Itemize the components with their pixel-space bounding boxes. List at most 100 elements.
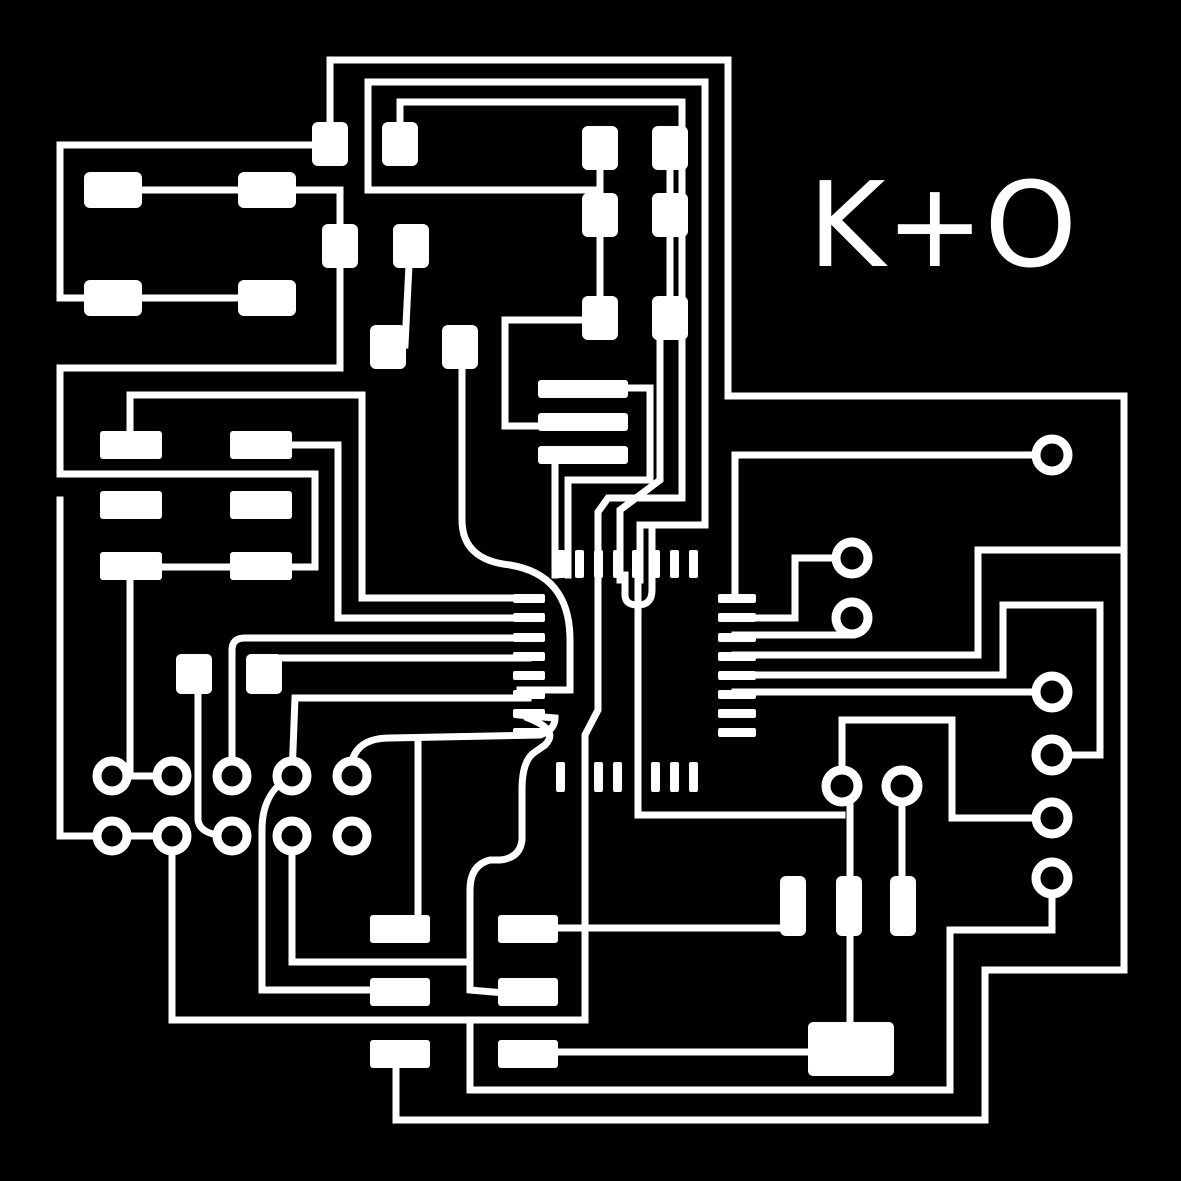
ic-pin xyxy=(689,550,698,578)
trace xyxy=(466,713,554,999)
smd-pad xyxy=(498,1040,558,1068)
smd-pad xyxy=(890,876,916,936)
smd-pad xyxy=(442,325,478,369)
via-pad xyxy=(1031,734,1073,776)
traces xyxy=(56,56,1128,1124)
smd-pad xyxy=(370,325,406,369)
smd-pad xyxy=(84,172,142,208)
smd-pad xyxy=(538,413,628,431)
trace xyxy=(634,576,846,819)
ic-pin xyxy=(513,652,545,661)
trace xyxy=(731,546,1122,659)
ic-pin xyxy=(513,728,545,737)
smd-pad xyxy=(582,126,618,170)
smd-pad xyxy=(382,122,418,166)
smd-pad xyxy=(176,654,212,694)
ic-pin xyxy=(718,594,756,603)
trace xyxy=(326,56,1128,1124)
via-pad xyxy=(332,816,372,856)
smd-pad xyxy=(100,491,162,519)
ic-pin xyxy=(670,550,679,578)
smd-pad xyxy=(246,654,282,694)
trace xyxy=(621,526,656,609)
trace xyxy=(56,141,334,302)
ic-pin xyxy=(718,633,756,642)
via-pad xyxy=(152,816,192,856)
via-pad xyxy=(1031,434,1073,476)
smd-pad xyxy=(393,224,429,268)
via-pad xyxy=(92,756,132,796)
trace xyxy=(288,694,532,780)
smd-pad xyxy=(582,193,618,237)
trace xyxy=(346,711,559,779)
smd-pad xyxy=(498,978,558,1006)
trace xyxy=(364,78,709,584)
smd-pad xyxy=(808,1022,894,1076)
trace xyxy=(466,874,1056,1094)
ic-pin xyxy=(613,762,622,792)
via-pad xyxy=(272,816,312,856)
ic-pin xyxy=(594,762,603,792)
smd-pad xyxy=(312,122,348,166)
trace xyxy=(616,144,674,584)
smd-pad xyxy=(100,431,162,459)
ic-pin xyxy=(556,550,565,578)
smd-pad xyxy=(370,915,430,943)
trace xyxy=(126,391,532,602)
ic-pin xyxy=(513,709,545,718)
via-pad xyxy=(821,765,863,807)
smd-pad xyxy=(230,491,292,519)
smd-pad xyxy=(230,431,292,459)
ic-pin xyxy=(718,709,756,718)
smd-pad xyxy=(652,193,688,237)
trace xyxy=(258,441,532,622)
smd-pads xyxy=(84,122,916,1076)
via-pad xyxy=(212,756,252,796)
via-pad xyxy=(831,537,873,579)
ic-pin xyxy=(670,762,679,792)
ic-pin xyxy=(718,671,756,680)
smd-pad xyxy=(84,280,142,316)
via-pad xyxy=(92,816,132,856)
ic-pin xyxy=(651,550,660,578)
smd-pad xyxy=(238,172,296,208)
via-pad xyxy=(272,756,312,796)
smd-pad xyxy=(370,1040,430,1068)
ic-pin xyxy=(556,762,565,792)
trace xyxy=(288,832,474,966)
via-pad xyxy=(1031,671,1073,713)
trace xyxy=(838,716,1056,822)
ic-pin xyxy=(718,652,756,661)
ic-pin xyxy=(718,690,756,699)
smd-pad xyxy=(652,126,688,170)
ic-pin xyxy=(613,550,622,578)
ic-pin xyxy=(513,613,545,622)
smd-pad xyxy=(582,296,618,340)
via-pad xyxy=(212,816,252,856)
trace xyxy=(228,634,532,780)
ic-pin xyxy=(594,550,603,578)
smd-pad xyxy=(370,978,430,1006)
trace xyxy=(731,601,1104,759)
smd-pad xyxy=(652,296,688,340)
smd-pad xyxy=(498,915,558,943)
ic-pin xyxy=(513,594,545,603)
smd-pad xyxy=(836,876,862,936)
trace xyxy=(168,98,686,1024)
via-pad xyxy=(152,756,192,796)
ic-pin xyxy=(651,762,660,792)
ic-pin xyxy=(575,550,584,578)
trace xyxy=(458,344,574,694)
ic-pin xyxy=(513,690,545,699)
smd-pad xyxy=(322,224,358,268)
smd-pad xyxy=(238,280,296,316)
board-label: K+O xyxy=(808,156,1077,294)
ic-pin xyxy=(718,613,756,622)
ic-pin xyxy=(689,762,698,792)
via-pad xyxy=(332,756,372,796)
smd-pad xyxy=(538,380,628,398)
smd-pad xyxy=(780,876,806,936)
smd-pad xyxy=(230,552,292,580)
ic-pin xyxy=(632,550,641,578)
